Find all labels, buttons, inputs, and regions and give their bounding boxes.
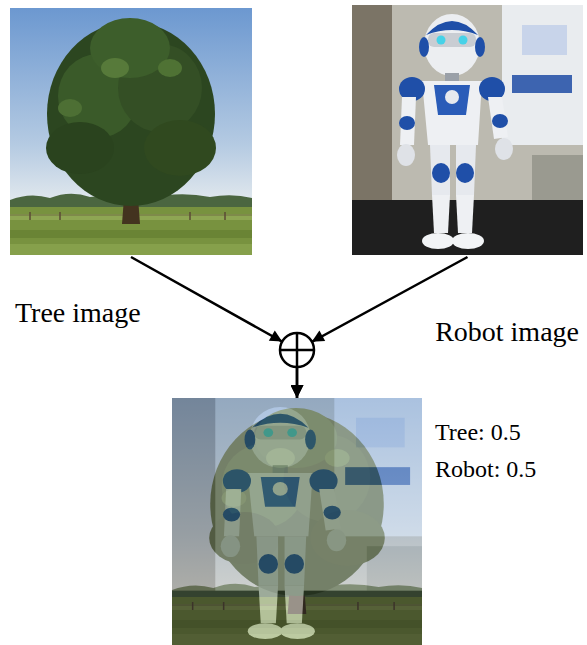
caption-group: Robot image bbox=[435, 315, 579, 349]
arrow-head bbox=[312, 331, 325, 342]
arrow-head bbox=[269, 330, 282, 341]
blended-photo bbox=[172, 398, 422, 645]
tree-image-box: Tree image bbox=[10, 8, 252, 255]
caption-group: Tree: 0.5Robot: 0.5 bbox=[435, 414, 536, 488]
image-caption: Robot image bbox=[435, 315, 579, 349]
robot-image-box: Robot image bbox=[352, 5, 583, 255]
blended-image-box: Tree: 0.5Robot: 0.5 bbox=[172, 398, 422, 645]
image-caption: Tree image bbox=[15, 296, 141, 330]
caption-group: Tree image bbox=[15, 296, 141, 330]
tree-photo bbox=[10, 8, 252, 255]
weight-label: Tree: 0.5 bbox=[435, 414, 536, 451]
robot-photo bbox=[352, 5, 583, 255]
merge-arrow bbox=[131, 257, 297, 398]
weight-label: Robot: 0.5 bbox=[435, 451, 536, 488]
sum-symbol bbox=[280, 333, 314, 367]
